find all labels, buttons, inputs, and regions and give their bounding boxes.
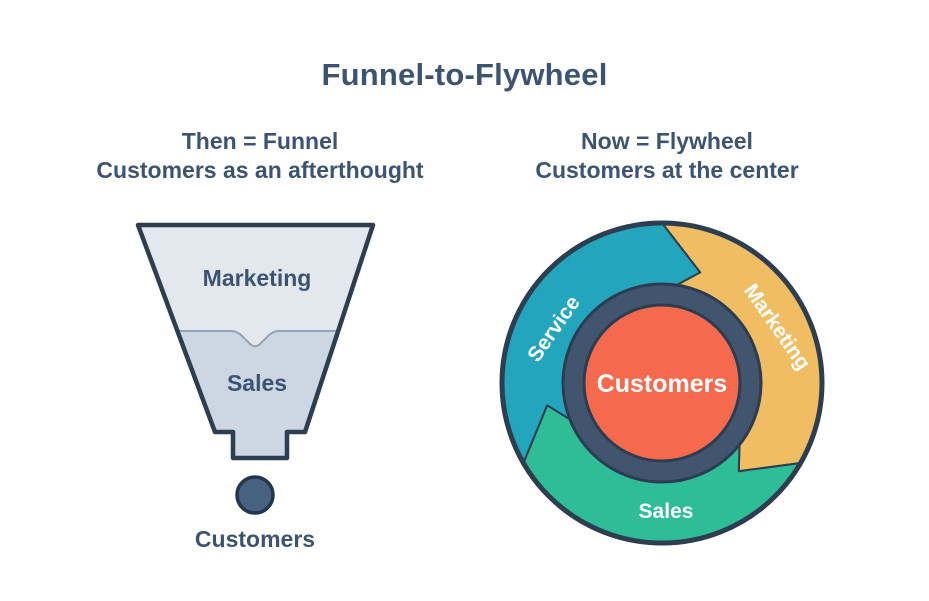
flywheel-subheading: Customers at the center bbox=[535, 157, 799, 183]
funnel-heading: Then = Funnel bbox=[181, 128, 339, 154]
flywheel-center-circle bbox=[582, 303, 742, 463]
flywheel-customers-label: Customers bbox=[597, 370, 728, 398]
flywheel-diagram: Customers Service Marketing Sales bbox=[499, 220, 825, 546]
flywheel-outer-border bbox=[499, 220, 825, 546]
funnel-outline bbox=[135, 222, 376, 461]
funnel-customers-label: Customers bbox=[195, 526, 315, 552]
funnel-divider-line bbox=[177, 330, 339, 348]
funnel-marketing-label: Marketing bbox=[203, 265, 312, 291]
funnel-customers-dot bbox=[235, 475, 275, 515]
funnel-sales-section bbox=[177, 331, 339, 458]
page-title: Funnel-to-Flywheel bbox=[321, 56, 608, 92]
funnel-sales-label: Sales bbox=[227, 370, 287, 396]
flywheel-panel-heading: Now = Flywheel Customers at the center bbox=[477, 127, 857, 185]
funnel-diagram: Marketing Sales Customers bbox=[135, 222, 376, 552]
funnel-panel-heading: Then = Funnel Customers as an afterthoug… bbox=[70, 127, 450, 185]
flywheel-sales-label: Sales bbox=[639, 500, 694, 523]
flywheel-heading: Now = Flywheel bbox=[581, 128, 753, 154]
funnel-subheading: Customers as an afterthought bbox=[96, 157, 424, 183]
